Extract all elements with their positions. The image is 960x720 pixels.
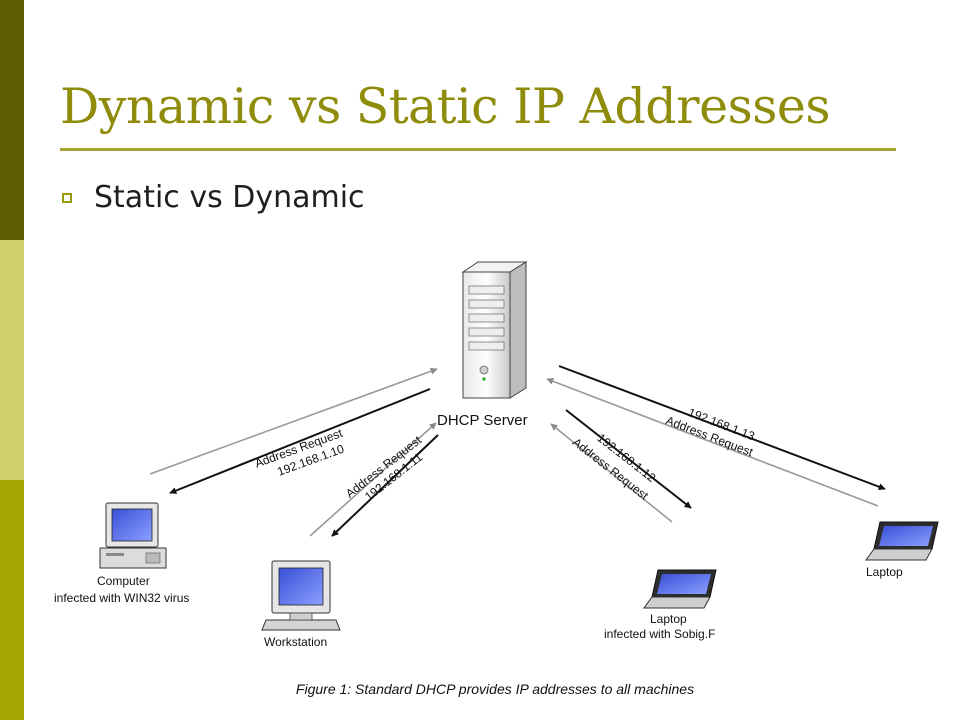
slide-title: Dynamic vs Static IP Addresses (60, 78, 831, 135)
dhcp-server-icon (461, 261, 528, 399)
response-arrow-laptop-middle (565, 409, 692, 509)
request-arrow-laptop-right (546, 377, 879, 507)
computer-note: infected with WIN32 virus (54, 591, 189, 605)
workstation-icon (261, 560, 341, 631)
response-arrow-laptop-right (558, 365, 886, 491)
laptop-middle-label: Laptop (650, 612, 687, 626)
response-arrow-computer (169, 388, 431, 494)
sidebar-block-mid (0, 480, 24, 720)
figure-caption: Figure 1: Standard DHCP provides IP addr… (296, 681, 694, 697)
computer-label: Computer (97, 574, 150, 588)
laptop-middle-icon (643, 569, 717, 609)
request-arrow-workstation (309, 422, 437, 537)
sidebar-block-light (0, 240, 24, 480)
square-bullet-icon (60, 189, 78, 207)
desktop-computer-icon (99, 502, 167, 569)
bullet-text: Static vs Dynamic (94, 180, 365, 215)
request-arrow-laptop-middle (550, 423, 673, 523)
dhcp-server-label: DHCP Server (437, 412, 528, 429)
workstation-label: Workstation (264, 635, 327, 649)
sidebar-block-dark (0, 0, 24, 240)
bullet-item: Static vs Dynamic (60, 180, 365, 215)
title-underline (60, 148, 896, 151)
request-arrow-computer (149, 367, 438, 475)
laptop-right-icon (865, 521, 939, 561)
laptop-middle-note: infected with Sobig.F (604, 627, 715, 641)
response-arrow-workstation (331, 434, 439, 537)
slide-sidebar (0, 0, 24, 720)
laptop-right-label: Laptop (866, 565, 903, 579)
